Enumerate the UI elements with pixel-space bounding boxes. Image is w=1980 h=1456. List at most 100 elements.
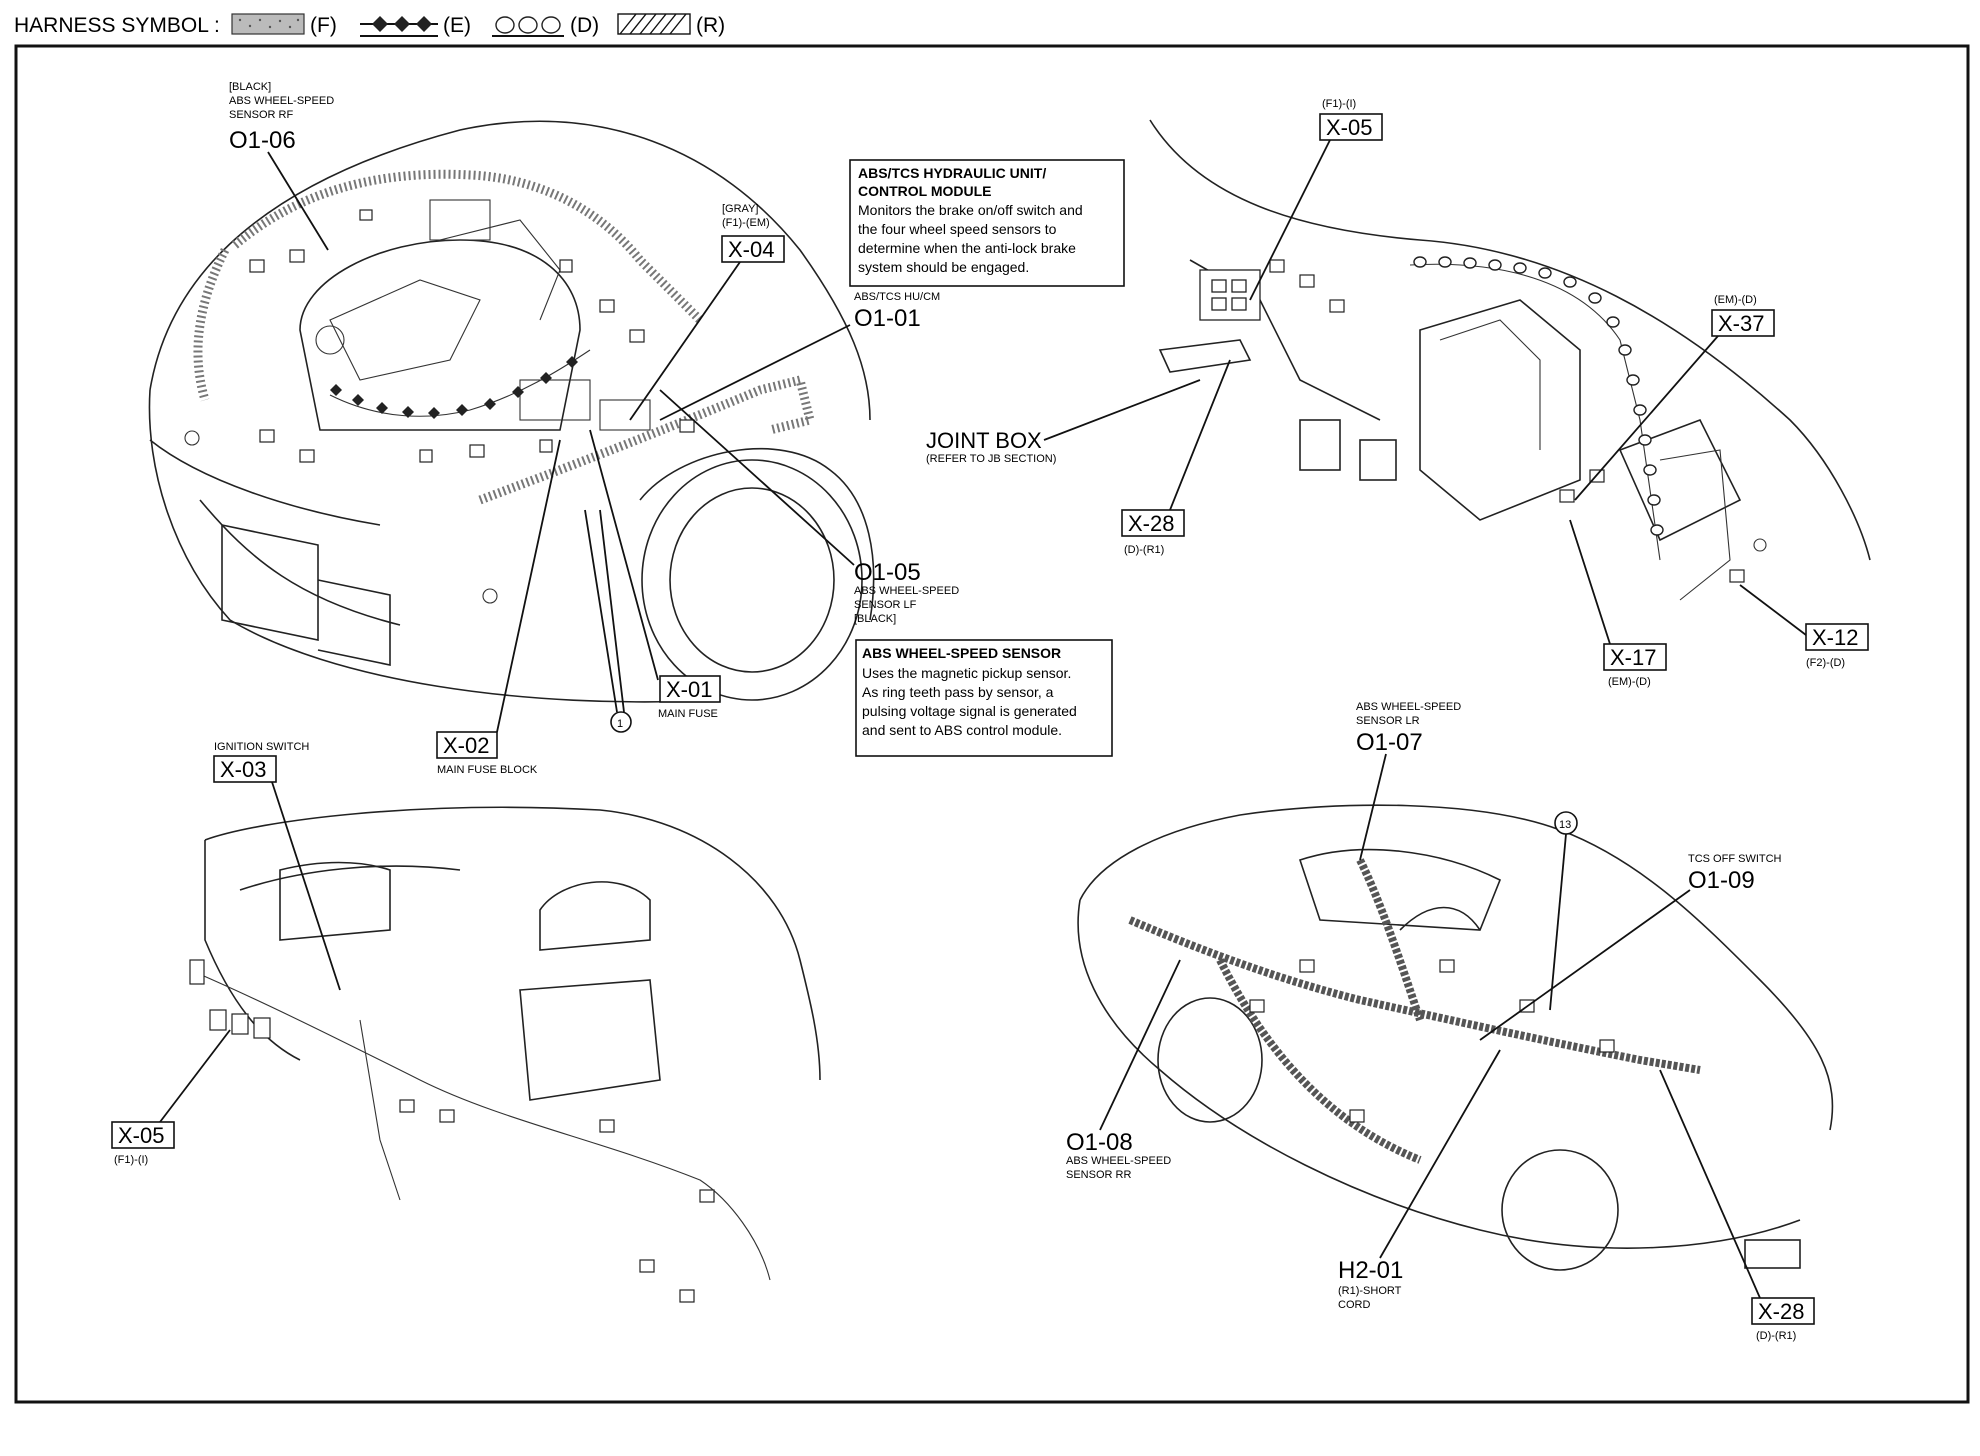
sensor-box-line1: Uses the magnetic pickup sensor. [862, 665, 1071, 681]
label-o1-01: ABS/TCS HU/CM O1-01 [659, 291, 940, 421]
o1-08-code: O1-08 [1066, 1129, 1133, 1156]
x-04-color: [GRAY] [722, 203, 758, 215]
hu-box-line4: system should be engaged. [858, 259, 1029, 275]
license-plate-shape [221, 524, 319, 641]
hu-box-line2: the four wheel speed sensors to [858, 221, 1057, 237]
x-17-code: X-17 [1610, 645, 1656, 670]
glovebox-shape [519, 979, 661, 1101]
o1-05-name2: SENSOR LF [854, 599, 917, 611]
x-12-harness: (F2)-(D) [1806, 657, 1845, 669]
o1-09-name: TCS OFF SWITCH [1688, 853, 1782, 865]
joint-box-note: (REFER TO JB SECTION) [926, 453, 1056, 465]
label-x-37: (EM)-(D) X-37 [1574, 294, 1775, 501]
front-wheel [1501, 1149, 1619, 1271]
joint-box-name: JOINT BOX [926, 428, 1042, 453]
legend-code-e: (E) [443, 14, 471, 37]
label-x-01: X-01 MAIN FUSE [589, 429, 721, 720]
o1-01-code: O1-01 [854, 305, 921, 332]
label-x-02: X-02 MAIN FUSE BLOCK [436, 439, 561, 776]
legend-code-r: (R) [696, 14, 725, 37]
x-28-bottom-code: X-28 [1758, 1299, 1804, 1324]
x-05-bottom-harness: (F1)-(I) [114, 1154, 148, 1166]
dashboard-illustration [189, 806, 821, 1303]
x-04-code: X-04 [728, 237, 774, 262]
label-x-28-top: X-28 (D)-(R1) [1121, 359, 1231, 556]
o1-07-name2: SENSOR LR [1356, 715, 1420, 727]
o1-06-name1: ABS WHEEL-SPEED [229, 95, 334, 107]
o1-05-color: [BLACK] [854, 613, 896, 625]
harness-d-interior [1409, 256, 1664, 561]
x-02-name: MAIN FUSE BLOCK [437, 764, 538, 776]
x-01-code: X-01 [666, 677, 712, 702]
label-x-05-bottom: X-05 (F1)-(I) [111, 1029, 231, 1166]
o1-08-name2: SENSOR RR [1066, 1169, 1131, 1181]
o1-05-code: O1-05 [854, 559, 921, 586]
diagram-frame [14, 44, 1970, 1404]
x-03-name: IGNITION SWITCH [214, 741, 309, 753]
h2-01-code: H2-01 [1338, 1257, 1403, 1284]
sensor-box-line2: As ring teeth pass by sensor, a [862, 684, 1054, 700]
o1-07-name1: ABS WHEEL-SPEED [1356, 701, 1461, 713]
x-28-top-code: X-28 [1128, 511, 1174, 536]
label-x-17: X-17 (EM)-(D) [1569, 519, 1667, 688]
label-o1-05: O1-05 ABS WHEEL-SPEED SENSOR LF [BLACK] [659, 389, 959, 625]
o1-07-code: O1-07 [1356, 729, 1423, 756]
hu-description-box: ABS/TCS HYDRAULIC UNIT/ CONTROL MODULE M… [849, 159, 1125, 287]
hu-box-line3: determine when the anti-lock brake [858, 240, 1076, 256]
x-02-code: X-02 [443, 733, 489, 758]
ref-callout-1: 1 [584, 509, 632, 733]
label-o1-06: [BLACK] ABS WHEEL-SPEED SENSOR RF O1-06 [229, 81, 334, 251]
legend-code-f: (F) [310, 14, 337, 37]
h2-01-name1: (R1)-SHORT [1338, 1285, 1402, 1297]
harness-e-engine [329, 349, 591, 419]
joint-box-shape [1199, 269, 1261, 321]
center-console-shape [1419, 299, 1581, 521]
h2-01-name2: CORD [1338, 1299, 1370, 1311]
harness-f-swatch [231, 13, 305, 35]
steering-column-shape [1158, 339, 1252, 373]
harness-r-swatch [617, 13, 691, 35]
x-28-top-harness: (D)-(R1) [1124, 544, 1164, 556]
x-05-bottom-code: X-05 [118, 1123, 164, 1148]
interior-illustration [1149, 119, 1871, 601]
engine-block [299, 239, 581, 431]
label-x-04: [GRAY] (F1)-(EM) X-04 [629, 203, 785, 421]
legend-code-d: (D) [570, 14, 599, 37]
front-left-wheel [641, 459, 863, 701]
o1-06-code: O1-06 [229, 127, 296, 154]
label-x-03: IGNITION SWITCH X-03 [213, 741, 341, 991]
x-04-harness: (F1)-(EM) [722, 217, 770, 229]
x-05-top-code: X-05 [1326, 115, 1372, 140]
x-37-harness: (EM)-(D) [1714, 294, 1757, 306]
x-12-code: X-12 [1812, 625, 1858, 650]
sensor-box-line3: pulsing voltage signal is generated [862, 703, 1077, 719]
harness-symbol-legend: HARNESS SYMBOL : (F) (E) (D) [14, 13, 725, 37]
label-x-28-bottom: X-28 (D)-(R1) [1659, 1069, 1815, 1342]
sensor-box-title: ABS WHEEL-SPEED SENSOR [862, 645, 1061, 661]
instrument-cluster-shape [279, 861, 391, 941]
legend-title: HARNESS SYMBOL : [14, 14, 220, 37]
label-o1-07: ABS WHEEL-SPEED SENSOR LR O1-07 [1356, 701, 1461, 861]
x-37-code: X-37 [1718, 311, 1764, 336]
sensor-box-line4: and sent to ABS control module. [862, 722, 1062, 738]
engine-bay-illustration [148, 120, 875, 703]
hu-box-title2: CONTROL MODULE [858, 183, 992, 199]
o1-06-name2: SENSOR RF [229, 109, 293, 121]
o1-01-name: ABS/TCS HU/CM [854, 291, 940, 303]
label-o1-09: TCS OFF SWITCH O1-09 [1479, 853, 1782, 1041]
harness-e-swatch [360, 16, 438, 37]
ref-13-number: 13 [1559, 819, 1571, 831]
harness-d-swatch [492, 16, 564, 37]
o1-05-name1: ABS WHEEL-SPEED [854, 585, 959, 597]
hu-box-title1: ABS/TCS HYDRAULIC UNIT/ [858, 165, 1046, 181]
o1-09-code: O1-09 [1688, 867, 1755, 894]
label-joint-box: JOINT BOX (REFER TO JB SECTION) [926, 379, 1201, 465]
x-17-harness: (EM)-(D) [1608, 676, 1651, 688]
rear-wheel [1157, 997, 1263, 1123]
label-x-05-top: (F1)-(I) X-05 [1249, 98, 1383, 301]
o1-06-color: [BLACK] [229, 81, 271, 93]
label-o1-08: O1-08 ABS WHEEL-SPEED SENSOR RR [1066, 959, 1181, 1181]
x-03-code: X-03 [220, 757, 266, 782]
ref-callout-13: 13 [1549, 811, 1578, 1011]
